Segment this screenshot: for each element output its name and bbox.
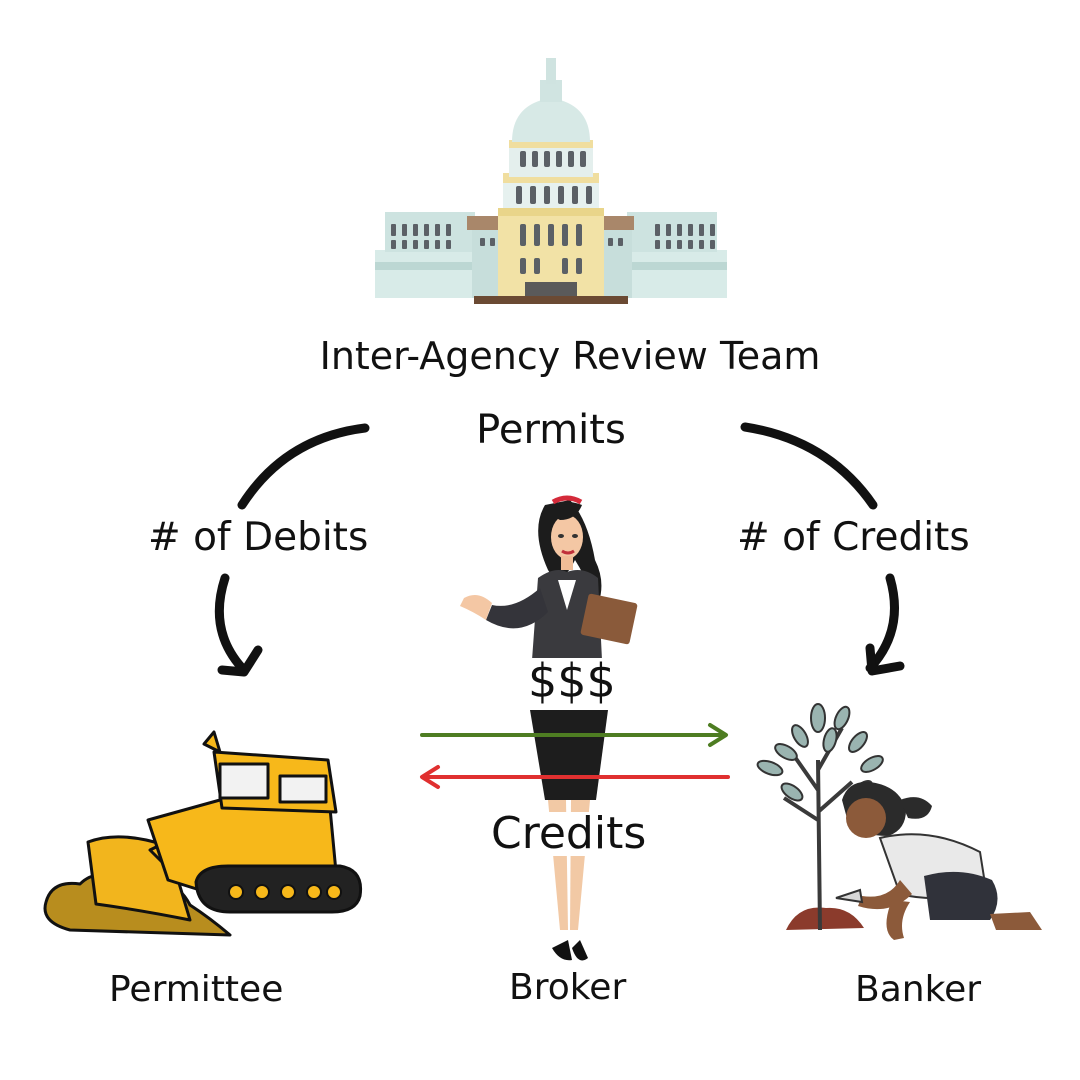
permits-label: Permits [476, 407, 626, 453]
capitol-building-icon [375, 58, 727, 304]
debits-label: # of Debits [148, 515, 369, 560]
woman-planting-tree-icon [756, 703, 1042, 940]
permits-to-banker-arrow [740, 422, 905, 676]
money-label: $$$ [522, 658, 622, 704]
banker-label: Banker [855, 969, 982, 1010]
businesswoman-icon [460, 495, 638, 961]
agency-label: Inter-Agency Review Team [319, 334, 821, 378]
credits-flow-arrow [420, 765, 730, 789]
credits-count-label: # of Credits [737, 515, 970, 560]
credits-label: Credits [487, 812, 651, 856]
bulldozer-icon [43, 730, 363, 937]
permittee-label: Permittee [109, 969, 284, 1010]
permits-to-permittee-arrow [214, 423, 370, 677]
money-flow-arrow [420, 723, 728, 747]
broker-label: Broker [509, 967, 627, 1008]
